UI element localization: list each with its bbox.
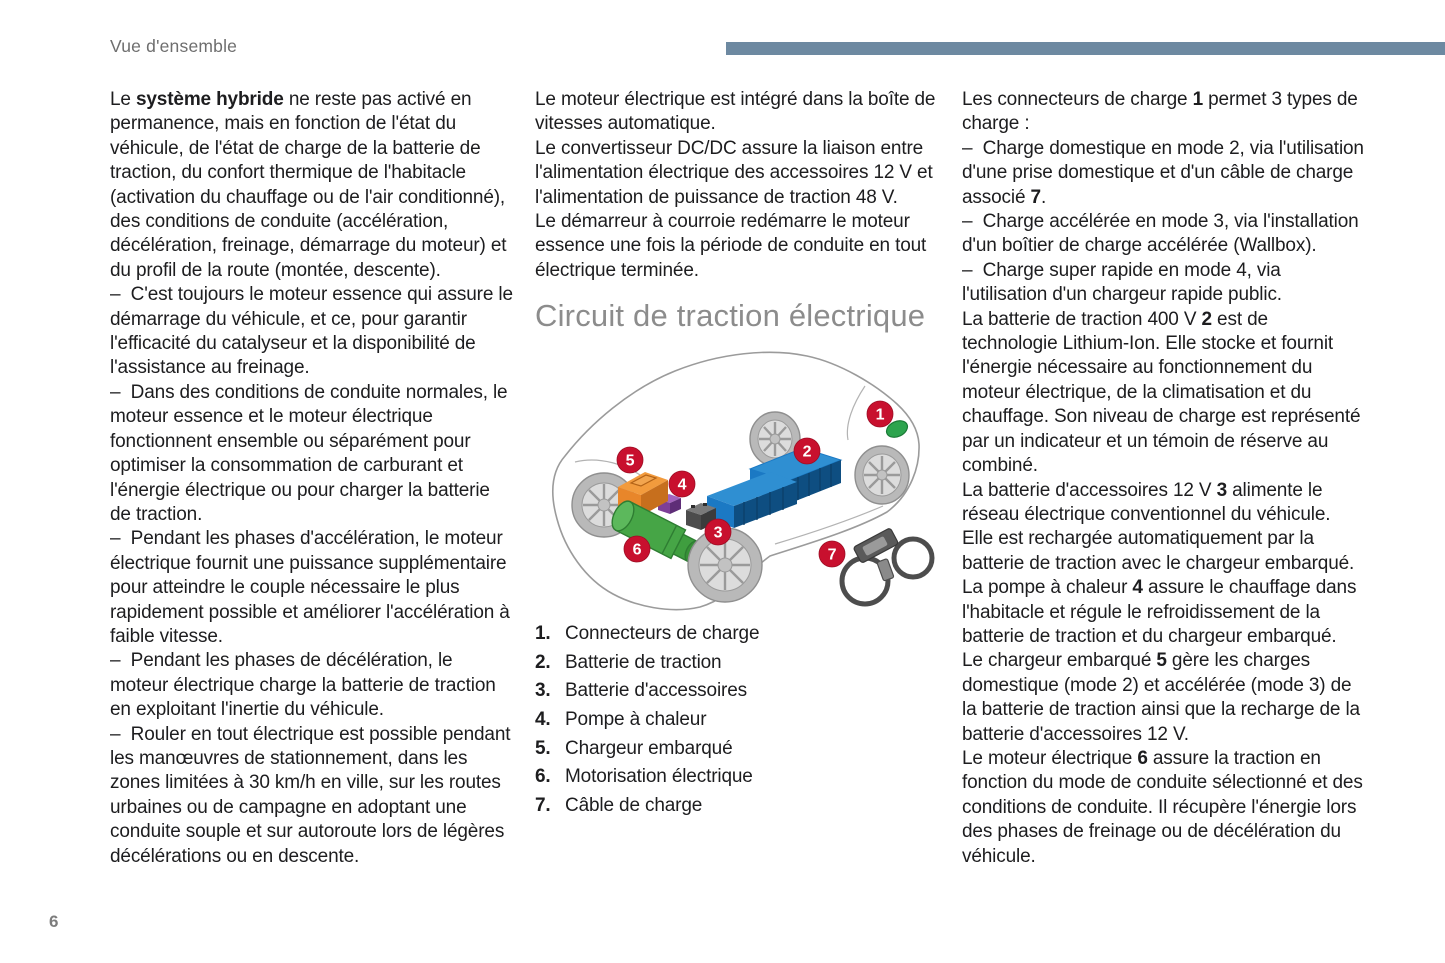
diagram-legend: 1. Connecteurs de charge 2. Batterie de … (535, 622, 938, 822)
svg-text:4: 4 (678, 477, 687, 494)
legend-item: 6. Motorisation électrique (535, 765, 938, 794)
legend-number: 7. (535, 794, 551, 816)
svg-text:3: 3 (714, 525, 723, 542)
legend-label: Batterie de traction (565, 651, 722, 673)
wheel-front-far (854, 445, 910, 505)
legend-label: Motorisation électrique (565, 766, 753, 788)
svg-text:1: 1 (876, 407, 885, 424)
charge-cable (839, 528, 935, 607)
traction-circuit-diagram: 1 2 3 4 5 6 7 (552, 351, 935, 611)
paragraph: La batterie d'accessoires 12 V 3 aliment… (962, 479, 1355, 574)
section-heading: Circuit de traction électrique (535, 298, 926, 334)
paragraph: La pompe à chaleur 4 assure le chauffage… (962, 577, 1357, 647)
legend-label: Batterie d'accessoires (565, 680, 747, 702)
badge-6: 6 (623, 535, 651, 563)
traction-battery-front-pack (707, 472, 797, 529)
legend-item: 3. Batterie d'accessoires (535, 679, 938, 708)
paragraph: Le moteur électrique est intégré dans la… (535, 89, 936, 135)
paragraph: Le système hybride ne reste pas activé e… (110, 89, 507, 281)
svg-text:6: 6 (633, 542, 642, 559)
legend-number: 4. (535, 709, 551, 731)
charge-connector (885, 420, 909, 439)
badge-7: 7 (818, 540, 846, 568)
badge-3: 3 (704, 518, 732, 546)
header-accent-bar (726, 42, 1445, 55)
paragraph: Le chargeur embarqué 5 gère les charges … (962, 650, 1360, 745)
legend-label: Pompe à chaleur (565, 709, 707, 731)
column-right: Les connecteurs de charge 1 permet 3 typ… (962, 88, 1365, 869)
paragraph: – Charge domestique en mode 2, via l'uti… (962, 137, 1364, 208)
svg-text:7: 7 (828, 547, 837, 564)
svg-text:2: 2 (803, 444, 812, 461)
wheel-front-near (687, 527, 763, 603)
rocker-line (774, 505, 884, 545)
legend-item: 4. Pompe à chaleur (535, 708, 938, 737)
paragraph: – Pendant les phases d'accélération, le … (110, 528, 510, 647)
paragraph: – Charge accélérée en mode 3, via l'inst… (962, 211, 1359, 257)
paragraph: Le convertisseur DC/DC assure la liaison… (535, 137, 933, 208)
badge-4: 4 (668, 470, 696, 498)
legend-label: Chargeur embarqué (565, 737, 733, 759)
page-title: Vue d'ensemble (110, 36, 238, 56)
badge-5: 5 (616, 446, 644, 474)
legend-label: Connecteurs de charge (565, 623, 760, 645)
legend-number: 1. (535, 623, 551, 645)
legend-item: 2. Batterie de traction (535, 651, 938, 680)
column-center-intro: Le moteur électrique est intégré dans la… (535, 88, 938, 283)
legend-item: 7. Câble de charge (535, 794, 938, 823)
column-center: Le moteur électrique est intégré dans la… (535, 88, 938, 822)
legend-number: 5. (535, 737, 551, 759)
column-left: Le système hybride ne reste pas activé e… (110, 88, 513, 869)
legend-number: 6. (535, 766, 551, 788)
legend-label: Câble de charge (565, 794, 703, 816)
svg-text:5: 5 (626, 453, 635, 470)
windshield-line (846, 385, 866, 441)
badge-2: 2 (793, 437, 821, 465)
paragraph: Les connecteurs de charge 1 permet 3 typ… (962, 89, 1358, 135)
legend-number: 3. (535, 680, 551, 702)
paragraph: La batterie de traction 400 V 2 est de t… (962, 308, 1361, 477)
badge-1: 1 (866, 400, 894, 428)
legend-number: 2. (535, 651, 551, 673)
paragraph: – Pendant les phases de décélération, le… (110, 650, 496, 721)
paragraph: – Charge super rapide en mode 4, via l'u… (962, 259, 1282, 306)
paragraph: – Rouler en tout électrique est possible… (110, 723, 511, 867)
paragraph: Le moteur électrique 6 assure la tractio… (962, 747, 1363, 867)
paragraph: – C'est toujours le moteur essence qui a… (110, 284, 513, 379)
paragraph: Le démarreur à courroie redémarre le mot… (535, 211, 927, 281)
page-number: 6 (49, 912, 59, 931)
legend-item: 5. Chargeur embarqué (535, 737, 938, 766)
paragraph: – Dans des conditions de conduite normal… (110, 381, 508, 525)
wheel-rear-far (749, 411, 801, 467)
legend-item: 1. Connecteurs de charge (535, 622, 938, 651)
